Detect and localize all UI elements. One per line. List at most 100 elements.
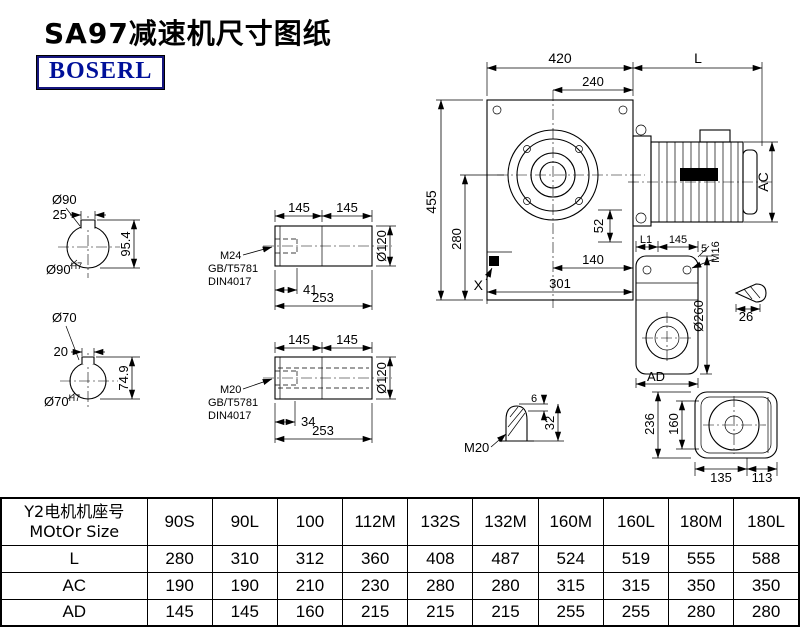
row-label: L xyxy=(0,544,148,573)
col-header: 160M xyxy=(537,497,604,546)
cell: 215 xyxy=(472,598,539,627)
dim-26: 26 xyxy=(739,309,753,324)
cell: 230 xyxy=(342,571,409,600)
dim-32: 32 xyxy=(542,416,557,430)
dim-6: 6 xyxy=(531,393,537,405)
cell: 190 xyxy=(211,571,278,600)
dim-145a: 145 xyxy=(288,200,310,215)
col-header: 90S xyxy=(146,497,213,546)
dim-135: 135 xyxy=(710,470,732,485)
col-header: 132S xyxy=(407,497,474,546)
table-row-L: L 280 310 312 360 408 487 524 519 555 58… xyxy=(0,544,800,573)
col-header: 112M xyxy=(342,497,409,546)
dim-301: 301 xyxy=(549,276,571,291)
dim-240: 240 xyxy=(582,74,604,89)
dim-key-20: 20 xyxy=(54,344,68,359)
dimension-drawing: 420 L 240 455 280 AC 52 xyxy=(44,50,778,485)
label-thread-m24: M24 xyxy=(220,250,241,262)
cell: 215 xyxy=(407,598,474,627)
dim-dia260: Ø260 xyxy=(691,300,706,332)
cell: 160 xyxy=(276,598,344,627)
label-std2a: DIN4017 xyxy=(208,276,251,288)
table-row-AD: AD 145 145 160 215 215 215 255 255 280 2… xyxy=(0,598,800,627)
cell: 190 xyxy=(146,571,213,600)
dim-280: 280 xyxy=(449,228,464,250)
cell: 215 xyxy=(342,598,409,627)
col-header: 100 xyxy=(276,497,344,546)
fit-base: Ø90 xyxy=(46,262,71,277)
fit-base: Ø70 xyxy=(44,394,69,409)
dim-145d: 145 xyxy=(336,332,358,347)
table-row-AC: AC 190 190 210 230 280 280 315 315 350 3… xyxy=(0,571,800,600)
dim-AC: AC xyxy=(755,172,771,191)
col-header: 132M xyxy=(472,497,539,546)
cell: 350 xyxy=(667,571,735,600)
fit-sup: H7 xyxy=(69,393,81,403)
dim-145c: 145 xyxy=(288,332,310,347)
header-line1: Y2电机机座号 xyxy=(24,501,125,521)
dim-145e: 145 xyxy=(669,234,687,246)
shaft1-view: 145 145 Ø120 M24 GB/T5781 DIN4017 41 253 xyxy=(208,200,396,310)
cell: 555 xyxy=(667,544,735,573)
dim-95.4: 95.4 xyxy=(118,231,133,256)
dim-140: 140 xyxy=(582,252,604,267)
bore90-view: 25 95.4 Ø90 Ø90H7 xyxy=(46,192,140,278)
table-header-motor-size: Y2电机机座号 MOtOr Size xyxy=(0,497,148,546)
table-header-row: Y2电机机座号 MOtOr Size 90S 90L 100 112M 132S… xyxy=(0,497,800,546)
label-X: X xyxy=(474,277,484,293)
label-std1a: GB/T5781 xyxy=(208,263,258,275)
cell: 487 xyxy=(472,544,539,573)
dim-dia120a: Ø120 xyxy=(374,230,389,262)
page-title: SA97减速机尺寸图纸 xyxy=(44,17,332,50)
label-m16: M16 xyxy=(710,241,722,262)
dim-52: 52 xyxy=(591,219,606,233)
cell: 588 xyxy=(733,544,800,573)
label-dia70: Ø70 xyxy=(52,310,77,325)
motor-band xyxy=(680,168,718,181)
cell: 255 xyxy=(537,598,604,627)
shaft2-view: 145 145 Ø120 M20 GB/T5781 DIN4017 34 253 xyxy=(208,332,396,443)
brand-logo-text: BOSERL xyxy=(49,58,153,84)
cell: 145 xyxy=(211,598,278,627)
cell: 280 xyxy=(146,544,213,573)
col-header: 180L xyxy=(733,497,800,546)
cell: 315 xyxy=(602,571,670,600)
cell: 210 xyxy=(276,571,344,600)
cell: 524 xyxy=(537,544,604,573)
dim-74.9: 74.9 xyxy=(116,365,131,390)
dim-L1: L1 xyxy=(640,234,652,246)
cell: 280 xyxy=(667,598,735,627)
label-dia70-h7: Ø70H7 xyxy=(44,393,80,409)
main-view xyxy=(486,90,772,308)
main-view-dimensions: 420 L 240 455 280 AC 52 xyxy=(423,50,778,304)
rear-view: 236 160 135 113 xyxy=(642,391,778,485)
label-std1b: GB/T5781 xyxy=(208,397,258,409)
section-mark xyxy=(489,256,499,266)
motor-size-table: Y2电机机座号 MOtOr Size 90S 90L 100 112M 132S… xyxy=(0,497,800,627)
row-label: AD xyxy=(0,598,148,627)
dim-dia120b: Ø120 xyxy=(374,362,389,394)
cell: 315 xyxy=(537,571,604,600)
col-header: 180M xyxy=(667,497,735,546)
cell: 280 xyxy=(407,571,474,600)
dim-455: 455 xyxy=(423,190,439,214)
cell: 312 xyxy=(276,544,344,573)
dim-41: 41 xyxy=(303,282,317,297)
cell: 310 xyxy=(211,544,278,573)
label-dia90: Ø90 xyxy=(52,192,77,207)
flange-view: L1 145 5 M16 Ø260 26 AD xyxy=(635,234,767,388)
dim-key-25: 25 xyxy=(53,207,67,222)
dim-420: 420 xyxy=(548,50,572,66)
cell: 519 xyxy=(602,544,670,573)
row-label: AC xyxy=(0,571,148,600)
col-header: 160L xyxy=(602,497,670,546)
dim-236: 236 xyxy=(642,413,657,435)
dim-L: L xyxy=(694,50,702,66)
cell: 145 xyxy=(146,598,213,627)
dim-5: 5 xyxy=(701,243,707,255)
fit-sup: H7 xyxy=(71,261,83,271)
cell: 280 xyxy=(733,598,800,627)
label-std2b: DIN4017 xyxy=(208,410,251,422)
cell: 255 xyxy=(602,598,670,627)
